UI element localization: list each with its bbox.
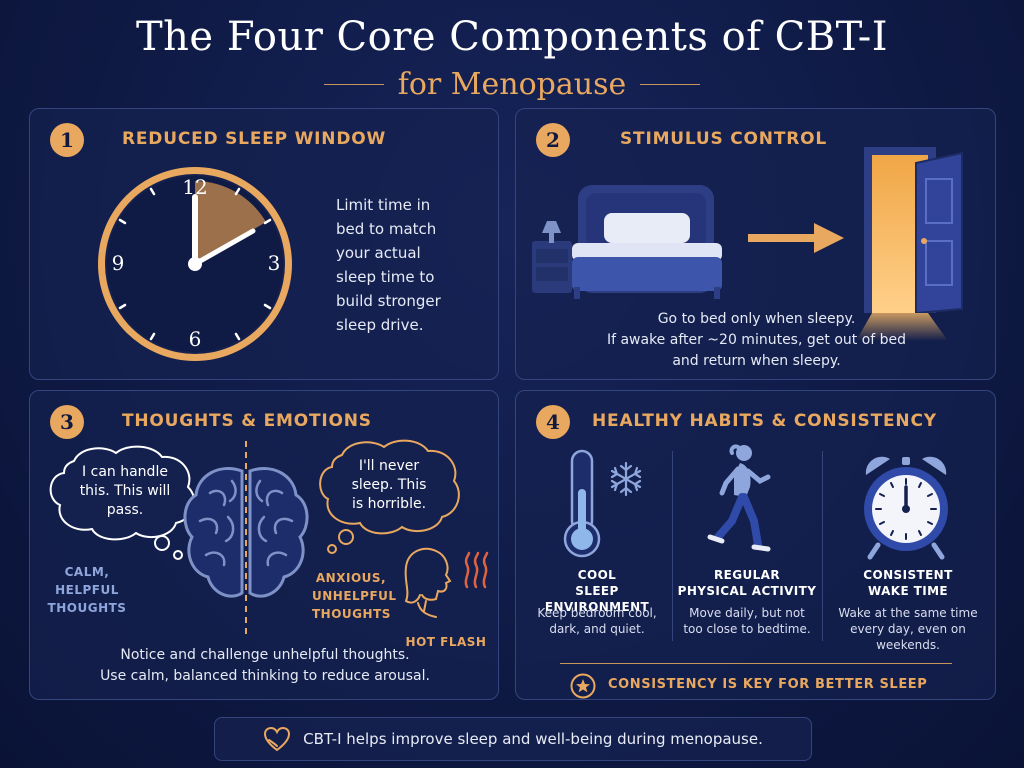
description-line: build stronger xyxy=(336,292,441,310)
description-line: and return when sleepy. xyxy=(672,353,841,369)
panel-description: Limit time in bed to match your actual s… xyxy=(336,193,486,337)
anxious-thought-text: I'll never sleep. This is horrible. xyxy=(328,457,450,514)
panel-description: Notice and challenge unhelpful thoughts.… xyxy=(40,645,490,687)
description-line: If awake after ~20 minutes, get out of b… xyxy=(606,332,907,348)
habit-title-line: PHYSICAL ACTIVITY xyxy=(677,584,817,598)
panel-number: 1 xyxy=(50,123,84,157)
panel-title: STIMULUS CONTROL xyxy=(620,129,828,149)
clock-number-9: 9 xyxy=(111,251,125,275)
panel-title: THOUGHTS & EMOTIONS xyxy=(122,411,372,431)
panel-number: 2 xyxy=(536,123,570,157)
heart-hand-icon xyxy=(264,726,291,752)
arrow-right-icon xyxy=(748,223,844,253)
clock-number-3: 3 xyxy=(267,251,281,275)
consistency-banner: CONSISTENCY IS KEY FOR BETTER SLEEP xyxy=(608,677,928,692)
thought-bubble-anxious xyxy=(319,439,460,554)
habit-desc-line: Wake at the same time xyxy=(838,606,978,620)
banner-rule xyxy=(560,663,952,664)
star-icon xyxy=(570,673,596,699)
habit-desc-line: Move daily, but not xyxy=(689,606,805,620)
subtitle-rule-left xyxy=(323,83,384,85)
bubble-line: I can handle xyxy=(82,464,168,480)
page-title: The Four Core Components of CBT-I xyxy=(135,14,889,60)
footer-banner: CBT-I helps improve sleep and well-being… xyxy=(214,717,812,761)
description-line: sleep time to xyxy=(336,268,435,286)
description-line: Limit time in xyxy=(336,196,431,214)
label-line: HELPFUL xyxy=(55,583,119,597)
habit-desc-line: weekends. xyxy=(876,638,940,652)
label-line: CALM, xyxy=(64,565,110,579)
habit-desc-line: every day, even on xyxy=(850,622,966,636)
page-subtitle: for Menopause xyxy=(397,66,627,102)
bubble-line: sleep. This xyxy=(351,477,427,493)
runner-icon xyxy=(707,444,771,552)
bubble-line: I'll never xyxy=(358,458,420,474)
description-line: Use calm, balanced thinking to reduce ar… xyxy=(100,668,430,684)
subtitle-rule-right xyxy=(640,83,701,85)
habit-description: Move daily, but not too close to bedtime… xyxy=(674,605,820,637)
anxious-label: ANXIOUS, UNHELPFUL THOUGHTS xyxy=(312,569,397,623)
panel-number: 4 xyxy=(536,405,570,439)
clock-number-12: 12 xyxy=(182,175,208,199)
habit-description: Wake at the same time every day, even on… xyxy=(828,605,988,653)
description-line: sleep drive. xyxy=(336,316,424,334)
panel-stimulus-control: 2 STIMULUS CONTROL xyxy=(515,108,996,380)
calm-label: CALM, HELPFUL THOUGHTS xyxy=(42,563,132,617)
habit-title-line: WAKE TIME xyxy=(867,584,949,598)
description-line: your actual xyxy=(336,244,421,262)
habit-desc-line: Keep bedroom cool, xyxy=(537,606,657,620)
description-line: Go to bed only when sleepy. xyxy=(657,311,856,327)
open-door-icon xyxy=(856,147,963,341)
description-line: bed to match xyxy=(336,220,437,238)
panel-thoughts-emotions: 3 THOUGHTS & EMOTIONS I can handle this.… xyxy=(29,390,499,700)
bubble-line: this. This will xyxy=(79,483,171,499)
thermometer-icon xyxy=(563,449,601,558)
habit-desc-line: dark, and quiet. xyxy=(549,622,645,636)
habit-title: COOL SLEEP ENVIRONMENT xyxy=(524,567,670,615)
alarm-clock-icon xyxy=(864,456,948,560)
footer-text: CBT-I helps improve sleep and well-being… xyxy=(303,730,763,748)
snowflake-icon xyxy=(610,461,642,497)
bubble-line: is horrible. xyxy=(351,496,427,512)
panel-title: REDUCED SLEEP WINDOW xyxy=(122,129,387,149)
label-line: THOUGHTS xyxy=(312,607,391,621)
column-divider xyxy=(672,451,673,641)
panel-title: HEALTHY HABITS & CONSISTENCY xyxy=(592,411,937,431)
bed-icon xyxy=(532,185,722,299)
heat-waves-icon xyxy=(464,551,489,589)
label-line: UNHELPFUL xyxy=(312,589,397,603)
panel-number: 3 xyxy=(50,405,84,439)
habit-title-line: COOL xyxy=(577,568,617,582)
panel-reduced-sleep-window: 1 REDUCED SLEEP WINDOW 12 3 6 9 Limit ti… xyxy=(29,108,499,380)
bubble-line: pass. xyxy=(106,502,144,518)
calm-thought-text: I can handle this. This will pass. xyxy=(60,463,190,520)
panel-healthy-habits: 4 HEALTHY HABITS & CONSISTENCY COOL SLEE… xyxy=(515,390,996,700)
habit-title-line: REGULAR xyxy=(713,568,780,582)
clock-number-6: 6 xyxy=(188,327,202,351)
habit-title-line: CONSISTENT xyxy=(863,568,953,582)
description-line: Notice and challenge unhelpful thoughts. xyxy=(120,647,410,663)
clock-icon xyxy=(98,167,292,361)
label-line: THOUGHTS xyxy=(47,601,127,615)
habit-title: CONSISTENT WAKE TIME xyxy=(828,567,988,599)
habit-title: REGULAR PHYSICAL ACTIVITY xyxy=(674,567,820,599)
column-divider xyxy=(822,451,823,641)
panel-description: Go to bed only when sleepy. If awake aft… xyxy=(526,309,987,372)
hot-flash-label: HOT FLASH xyxy=(405,635,487,649)
woman-profile-icon xyxy=(404,547,452,618)
subtitle-row: for Menopause xyxy=(0,64,1024,104)
habit-desc-line: too close to bedtime. xyxy=(683,622,811,636)
thought-bubble-calm xyxy=(49,445,196,560)
habit-title-line: SLEEP ENVIRONMENT xyxy=(544,584,650,614)
habit-description: Keep bedroom cool, dark, and quiet. xyxy=(524,605,670,637)
brain-icon xyxy=(183,441,309,637)
label-line: ANXIOUS, xyxy=(315,571,387,585)
